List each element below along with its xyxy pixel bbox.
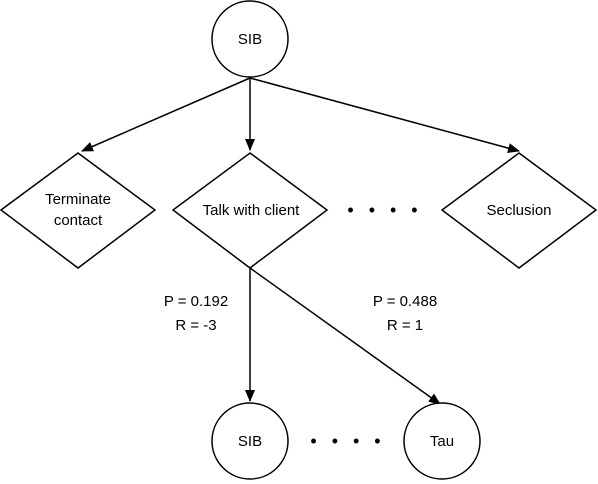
probability-label: P = 0.192 bbox=[164, 293, 228, 310]
action-label: Seclusion bbox=[486, 202, 551, 219]
outcome-ellipsis: • • • • bbox=[310, 431, 385, 451]
action-node-talk-with-client: Talk with client bbox=[171, 152, 329, 269]
outcome-state-node-sib: SIB bbox=[211, 402, 289, 480]
reward-label: R = -3 bbox=[175, 317, 216, 334]
action-label: Talk with client bbox=[203, 202, 301, 219]
edge-talk-to-tau bbox=[249, 267, 441, 405]
root-state-label: SIB bbox=[238, 31, 262, 48]
outcome-state-label: SIB bbox=[238, 433, 262, 450]
outcome-state-label: Tau bbox=[430, 433, 454, 450]
action-node-terminate-contact: Terminate contact bbox=[0, 152, 157, 269]
action-node-seclusion: Seclusion bbox=[440, 152, 598, 269]
probability-label: P = 0.488 bbox=[373, 293, 437, 310]
action-label-line-1: Terminate bbox=[45, 191, 111, 208]
outcome-state-node-tau: Tau bbox=[403, 402, 481, 480]
reward-label: R = 1 bbox=[387, 317, 423, 334]
action-ellipsis: • • • • bbox=[347, 200, 422, 220]
action-label-line-2: contact bbox=[54, 212, 103, 229]
edge-root-to-seclusion bbox=[249, 77, 520, 153]
root-state-node: SIB bbox=[211, 0, 289, 78]
edge-root-to-terminate bbox=[81, 77, 251, 152]
transition-label-sib: P = 0.192 R = -3 bbox=[164, 293, 228, 334]
transition-label-tau: P = 0.488 R = 1 bbox=[373, 293, 437, 334]
